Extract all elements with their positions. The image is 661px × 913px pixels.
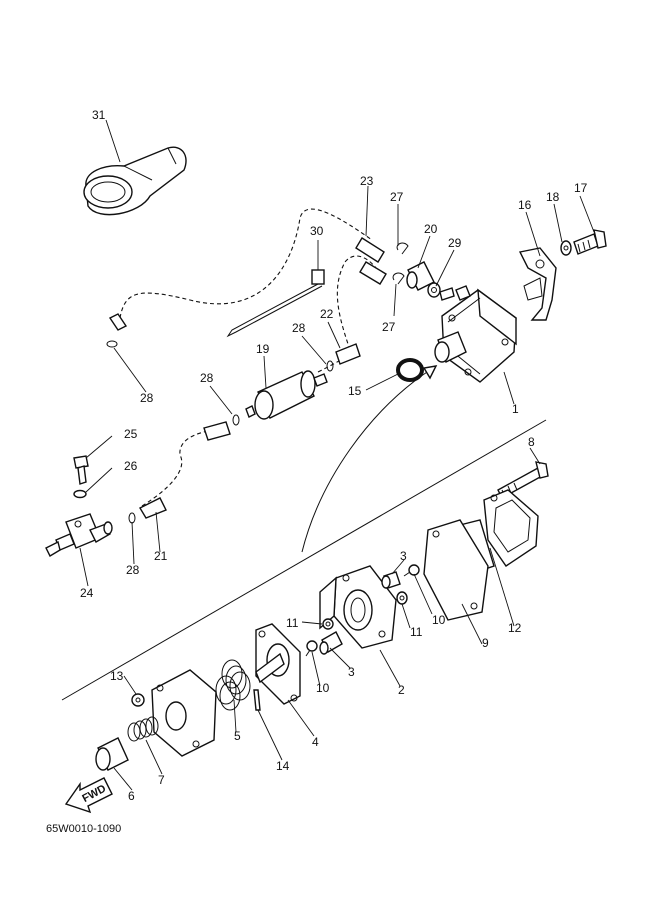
drawing-code: 65W0010-1090 — [46, 823, 121, 835]
callout-29: 29 — [448, 236, 462, 250]
callout-30: 30 — [310, 224, 324, 238]
leader-lines — [79, 119, 595, 791]
callout-23: 23 — [360, 174, 374, 188]
callout-28-mid: 28 — [200, 371, 214, 385]
part-5-spring — [215, 659, 251, 711]
callout-15: 15 — [348, 384, 362, 398]
part-2-pump-body — [319, 565, 397, 649]
part-4-diaphragm — [255, 623, 301, 705]
part-7-spring — [127, 716, 159, 742]
assembly-arc-arrow-head — [422, 365, 438, 380]
part-29-fitting — [427, 282, 455, 301]
part-24-drain-cock — [45, 513, 113, 557]
part-19-fuel-filter — [245, 370, 328, 420]
part-30-cable-tie — [226, 269, 325, 338]
callout-28-left: 28 — [140, 391, 154, 405]
pump-base-housing — [151, 669, 217, 757]
part-11-nut-left — [322, 618, 334, 630]
callout-24: 24 — [80, 586, 94, 600]
callout-12: 12 — [508, 621, 522, 635]
fwd-arrow: FWD — [64, 777, 113, 814]
part-31-sleeve — [83, 146, 187, 216]
fuel-hoses — [108, 208, 387, 519]
callout-20: 20 — [424, 222, 438, 236]
callout-14: 14 — [276, 759, 290, 773]
part-9-gasket — [423, 519, 489, 621]
part-15-o-ring — [396, 358, 424, 382]
callout-10-lower: 10 — [316, 681, 330, 695]
part-18-washer — [560, 240, 572, 256]
callout-6: 6 — [128, 789, 135, 803]
callout-22: 22 — [320, 307, 334, 321]
callout-27-lower: 27 — [382, 320, 396, 334]
callout-5: 5 — [234, 729, 241, 743]
callout-9: 9 — [482, 636, 489, 650]
callout-labels: 31 23 27 20 29 16 18 17 30 22 27 28 19 2… — [80, 108, 588, 803]
part-10-screw-lower — [305, 640, 318, 657]
part-26-washer — [73, 489, 87, 499]
callout-19: 19 — [256, 342, 270, 356]
callout-11-left: 11 — [286, 616, 299, 630]
part-17-bolt — [573, 229, 607, 255]
part-3-check-valve-lower — [319, 631, 343, 655]
callout-28-drain: 28 — [126, 563, 140, 577]
callout-1: 1 — [512, 402, 519, 416]
callout-4: 4 — [312, 735, 319, 749]
part-16-bracket — [518, 247, 557, 321]
section-divider-line — [61, 419, 547, 701]
callout-21: 21 — [154, 549, 168, 563]
callout-7: 7 — [158, 773, 165, 787]
assembly-arc-arrow — [301, 369, 431, 553]
callout-16: 16 — [518, 198, 532, 212]
callout-2: 2 — [398, 683, 405, 697]
callout-27-upper: 27 — [390, 190, 404, 204]
callout-31: 31 — [92, 108, 106, 122]
callout-10-upper: 10 — [432, 613, 446, 627]
callout-26: 26 — [124, 459, 138, 473]
callout-3-lower: 3 — [348, 665, 355, 679]
part-13-nut — [131, 693, 145, 707]
callout-3-upper: 3 — [400, 549, 407, 563]
part-20-fitting — [406, 261, 435, 291]
callout-25: 25 — [124, 427, 138, 441]
callout-8: 8 — [528, 435, 535, 449]
part-11-nut-right — [396, 591, 408, 605]
callout-18: 18 — [546, 190, 560, 204]
callout-17: 17 — [574, 181, 588, 195]
callout-13: 13 — [110, 669, 124, 683]
part-10-screw-upper — [403, 564, 420, 577]
part-6-plunger — [95, 737, 129, 771]
part-25-bolt — [73, 455, 89, 485]
hose-clips — [106, 242, 409, 524]
part-14-pin — [253, 689, 261, 711]
part-3-check-valve-upper — [381, 571, 401, 589]
callout-11-right: 11 — [410, 625, 423, 639]
callout-28-filter: 28 — [292, 321, 306, 335]
part-1-fuel-pump — [434, 285, 517, 383]
